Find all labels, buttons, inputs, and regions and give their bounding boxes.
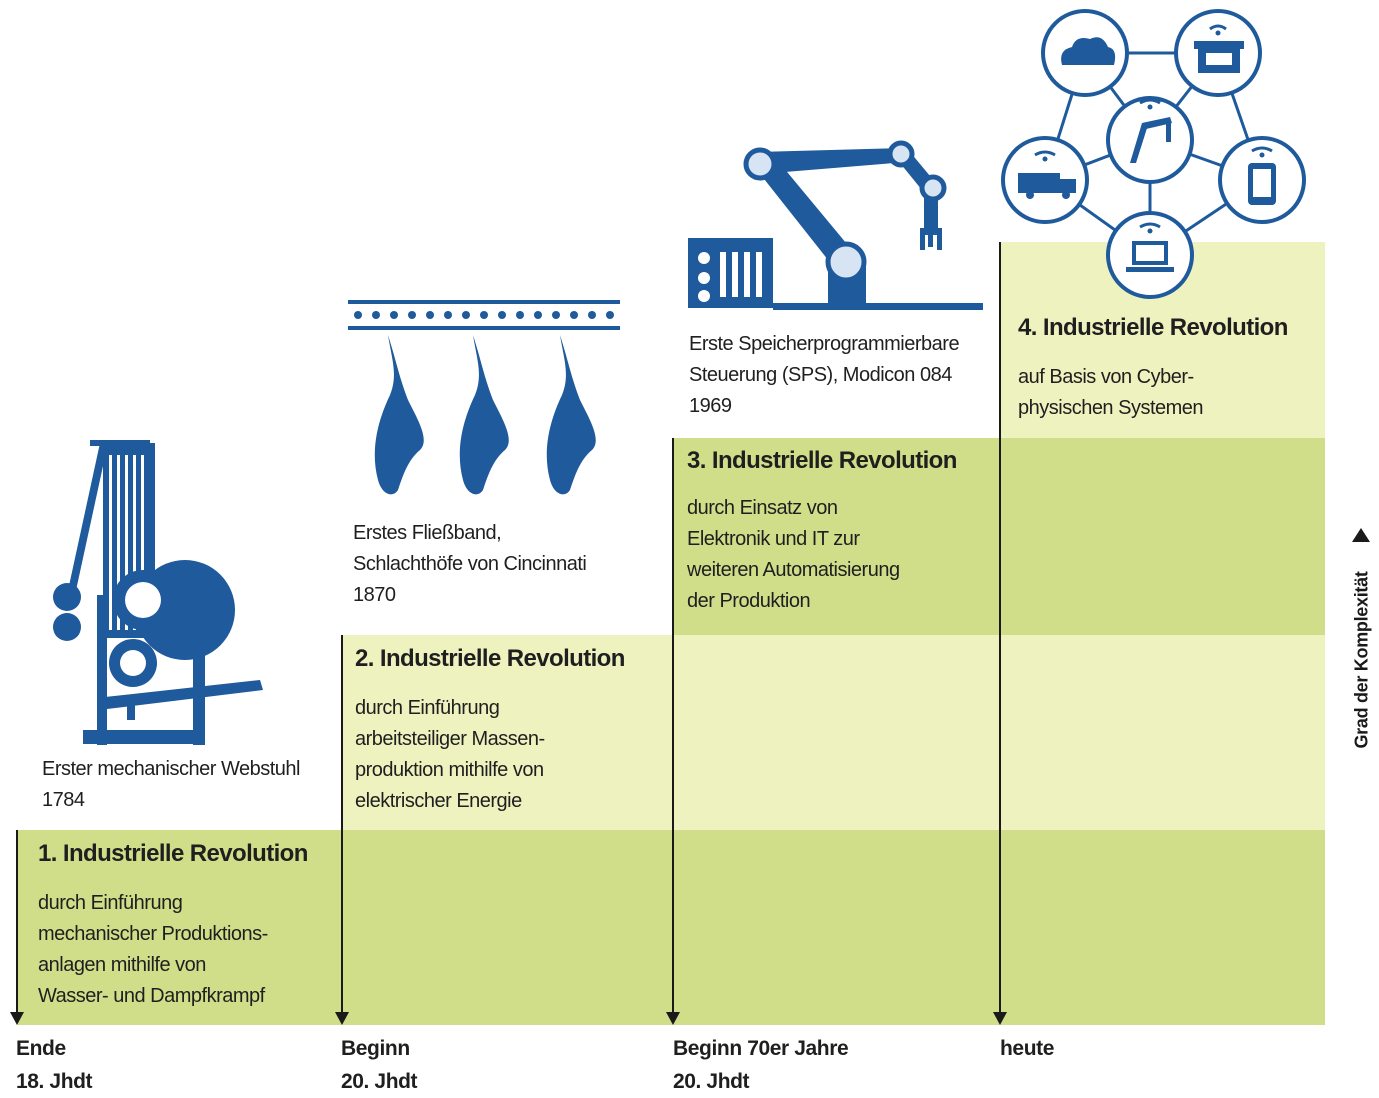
stage-3-title: 3. Industrielle Revolution bbox=[687, 447, 957, 474]
timeline-arrow-4 bbox=[993, 1012, 1007, 1025]
stage-3-description: durch Einsatz von Elektronik und IT zur … bbox=[687, 497, 900, 612]
stage-1-title: 1. Industrielle Revolution bbox=[38, 840, 308, 867]
stage-4-description: auf Basis von Cyber- physischen Systemen bbox=[1018, 366, 1204, 419]
timeline-line-4 bbox=[999, 242, 1001, 1015]
stage-1-description: durch Einführung mechanischer Produktion… bbox=[38, 892, 268, 1007]
stage-2-era: Beginn 20. Jhdt bbox=[341, 1037, 418, 1093]
stage-4-title: 4. Industrielle Revolution bbox=[1018, 314, 1288, 341]
stage-2-caption: Erstes Fließband, Schlachthöfe von Cinci… bbox=[353, 522, 587, 606]
stage-1-caption: Erster mechanischer Webstuhl 1784 bbox=[42, 758, 300, 811]
conveyor-belt-icon bbox=[348, 300, 620, 495]
stage-3-era: Beginn 70er Jahre 20. Jhdt bbox=[673, 1037, 849, 1093]
timeline-line-1 bbox=[16, 830, 18, 1015]
timeline-line-2 bbox=[341, 635, 343, 1015]
loom-icon bbox=[53, 440, 263, 745]
stage-1-era: Ende 18. Jhdt bbox=[16, 1037, 93, 1093]
complexity-axis-label: Grad der Komplexität bbox=[1351, 571, 1372, 749]
complexity-arrow-icon bbox=[1352, 528, 1370, 542]
stage-2-title: 2. Industrielle Revolution bbox=[355, 645, 625, 672]
robot-arm-icon bbox=[688, 140, 983, 310]
cyber-physical-network-icon bbox=[1001, 9, 1306, 299]
stage-3-caption: Erste Speicherprogrammierbare Steuerung … bbox=[689, 333, 960, 417]
timeline-line-3 bbox=[672, 438, 674, 1015]
timeline-arrow-1 bbox=[10, 1012, 24, 1025]
timeline-arrow-2 bbox=[335, 1012, 349, 1025]
stage-1-band bbox=[17, 830, 1325, 1025]
stage-4-era: heute bbox=[1000, 1037, 1055, 1060]
stage-2-description: durch Einführung arbeitsteiliger Massen-… bbox=[355, 697, 545, 812]
stage-2-band bbox=[342, 635, 1325, 830]
timeline-arrow-3 bbox=[666, 1012, 680, 1025]
